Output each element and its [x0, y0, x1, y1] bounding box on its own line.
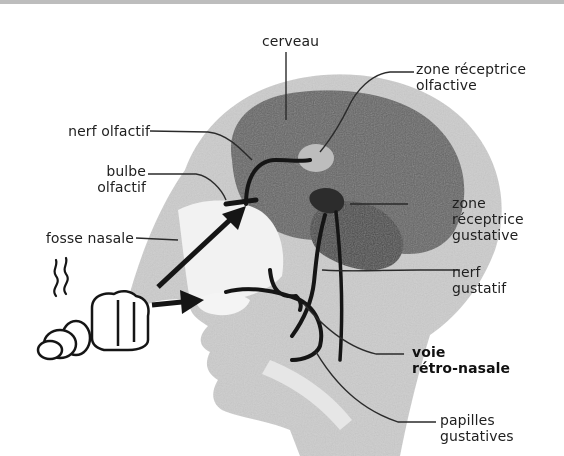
label-nerf-olfactif: nerf olfactif	[40, 124, 150, 140]
label-zone-receptrice-olfactive: zone réceptrice olfactive	[416, 62, 556, 94]
label-cerveau: cerveau	[262, 34, 319, 50]
olfactory-zone-spot	[298, 144, 334, 172]
label-nerf-gustatif: nerf gustatif	[452, 265, 552, 297]
label-papilles-gustatives: papilles gustatives	[440, 413, 560, 445]
bread-loaf-icon	[38, 291, 149, 359]
aroma-wisps-icon	[54, 258, 67, 296]
label-voie-retro-nasale: voie rétro-nasale	[412, 345, 552, 377]
label-bulbe-olfactif: bulbe olfactif	[80, 164, 146, 196]
label-fosse-nasale: fosse nasale	[20, 231, 134, 247]
label-zone-receptrice-gustative: zone réceptrice gustative	[452, 196, 552, 244]
scan-border	[0, 0, 564, 4]
